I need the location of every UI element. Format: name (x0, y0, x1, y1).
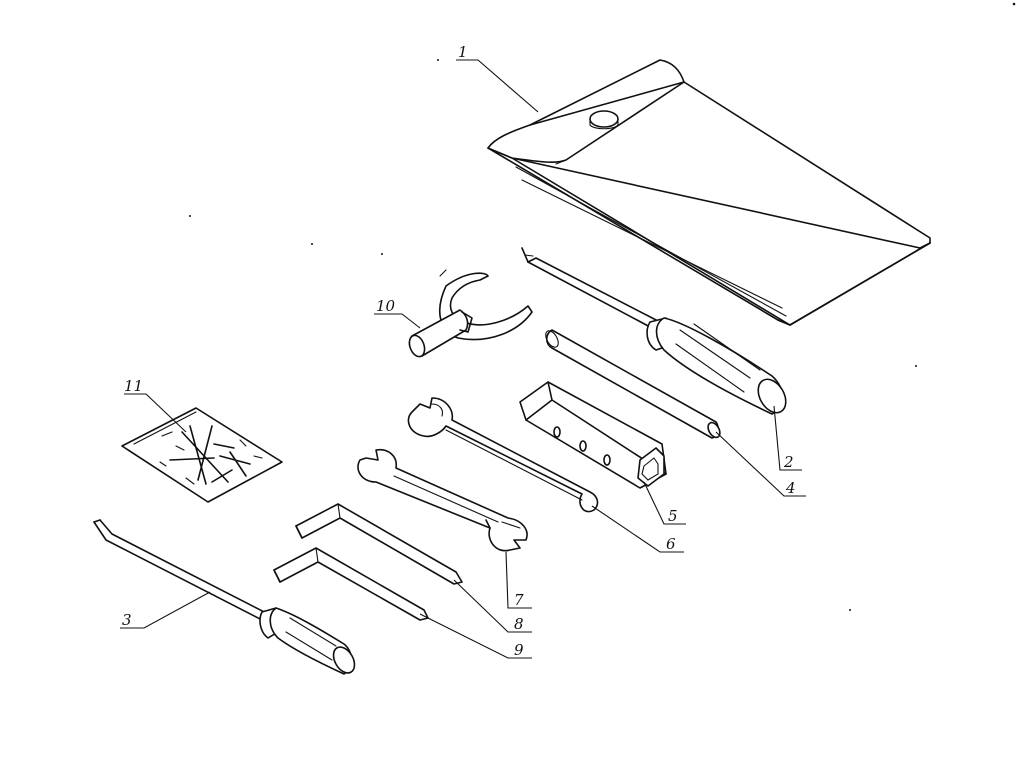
callout-1: 1 (458, 43, 468, 61)
callout-3: 3 (122, 611, 132, 629)
callout-2: 2 (783, 453, 794, 471)
hex-key-icon (295, 503, 463, 585)
callout-10: 10 (376, 297, 396, 315)
scan-specks (189, 2, 1016, 611)
instruction-sheet-icon (121, 407, 283, 503)
spark-plug-socket-icon (519, 381, 667, 489)
open-ring-wrench-icon (407, 397, 599, 513)
callout-7: 7 (514, 591, 524, 609)
tool-pouch-icon (487, 59, 931, 326)
hex-key-icon (273, 547, 429, 621)
hook-spanner-icon (408, 269, 533, 358)
tommy-bar-icon (545, 329, 721, 439)
leader-lines (120, 59, 806, 659)
callouts: 1 2 3 4 5 6 7 8 9 10 11 (122, 43, 796, 659)
phillips-screwdriver-icon (521, 247, 787, 415)
callout-4: 4 (785, 479, 796, 497)
callout-9: 9 (514, 641, 524, 659)
callout-11: 11 (124, 377, 143, 395)
flat-screwdriver-icon (93, 519, 356, 675)
callout-5: 5 (668, 507, 678, 525)
callout-6: 6 (666, 535, 676, 553)
open-end-wrench-icon (357, 448, 528, 552)
callout-8: 8 (514, 615, 524, 633)
